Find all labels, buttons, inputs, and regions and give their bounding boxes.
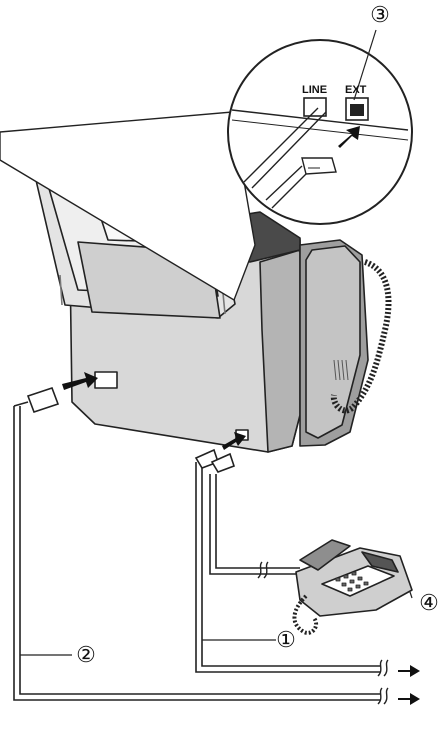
ext-cord-plug	[210, 452, 236, 473]
line-port-label: LINE	[302, 84, 327, 96]
magnifier-circle	[227, 39, 413, 225]
continue-arrow-line	[398, 665, 420, 677]
line-port	[303, 97, 327, 117]
power-cord	[13, 386, 380, 701]
ext-port-label: EXT	[345, 84, 367, 96]
fax-side-shade	[259, 249, 301, 453]
ext-plug	[301, 157, 337, 175]
rear-port-arrow	[222, 432, 246, 450]
extension-phone-cord	[209, 452, 300, 575]
phone-handset	[299, 539, 351, 571]
phone-display	[361, 551, 399, 573]
extension-telephone	[295, 539, 413, 617]
callout-3: ③	[370, 2, 390, 27]
callout-2: ②	[76, 642, 96, 667]
port-magnifier	[0, 39, 413, 302]
break-marks	[257, 561, 389, 705]
continue-arrow-power	[398, 693, 420, 705]
plug-in-arrow	[338, 126, 360, 148]
ext-plug-cable	[265, 165, 307, 209]
coiled-cord	[330, 259, 392, 414]
power-arrow	[62, 372, 98, 390]
power-plug	[26, 386, 60, 414]
line-cable	[243, 107, 327, 189]
handset	[305, 245, 361, 439]
callout-1: ①	[276, 627, 296, 652]
magnifier-wedge	[0, 111, 256, 302]
leader-lines	[20, 29, 413, 656]
callout-4: ④	[419, 590, 439, 615]
power-socket	[94, 371, 118, 389]
